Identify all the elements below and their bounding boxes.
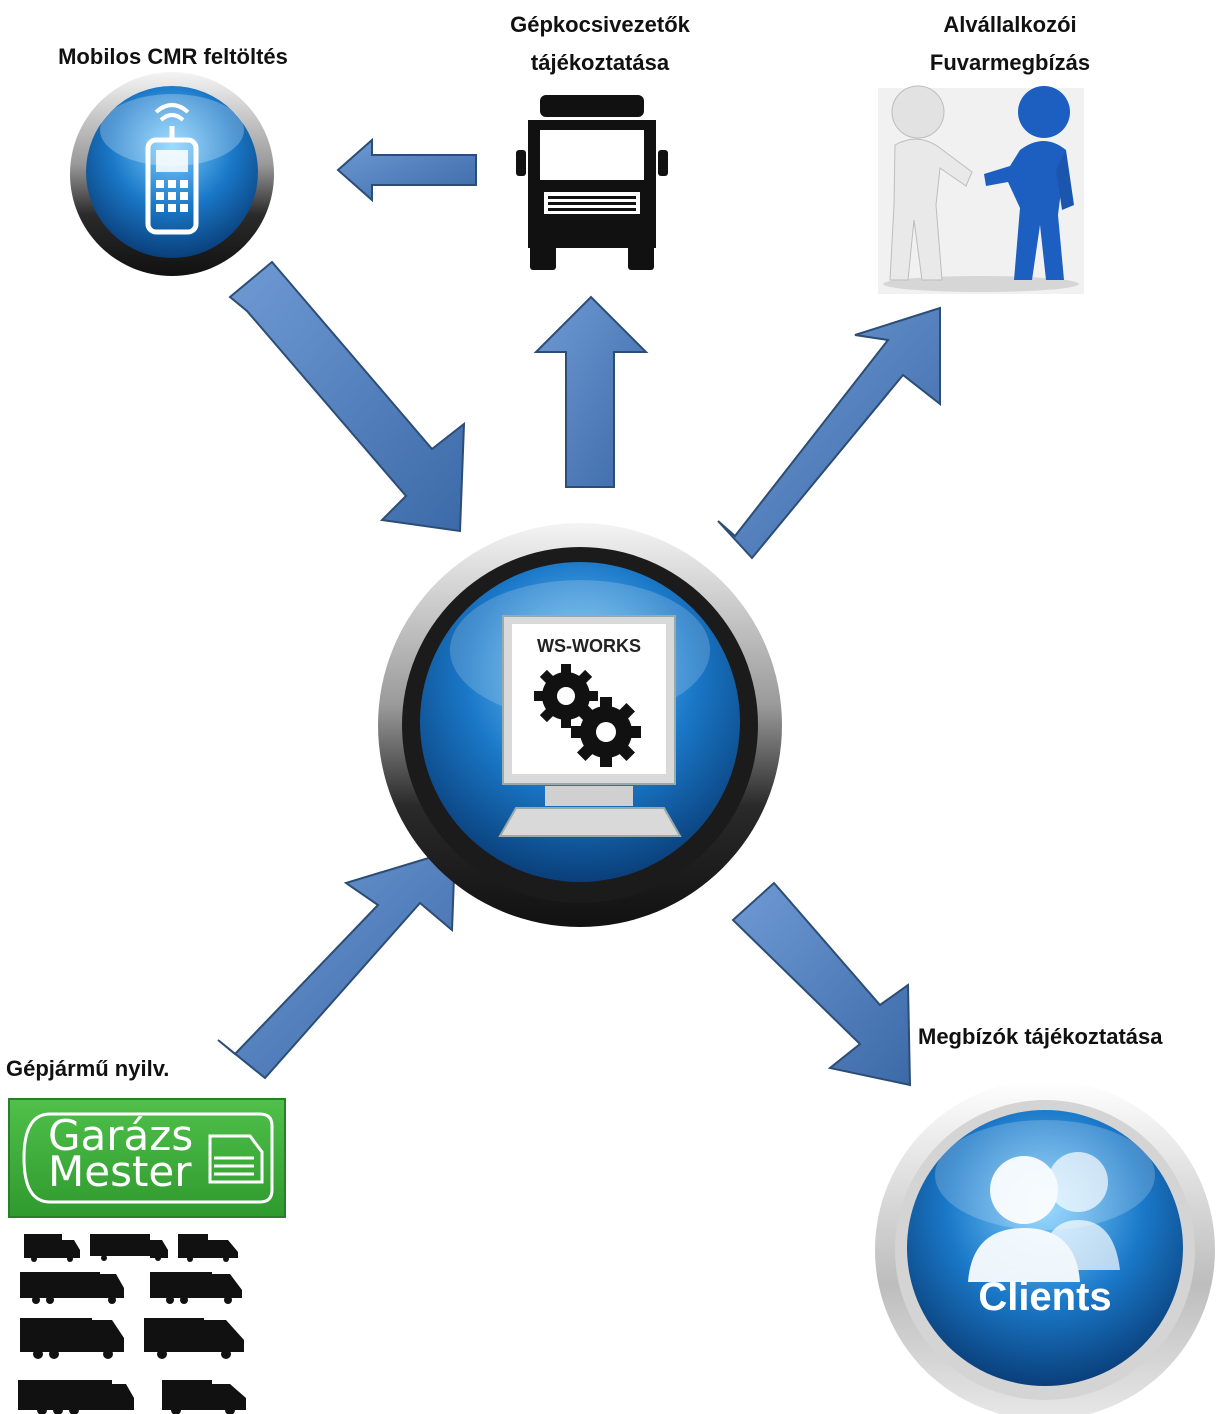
arrow-center-to-subcontract (717, 306, 941, 560)
clients-badge: Clients (875, 1080, 1215, 1414)
label-drivers: Gépkocsivezetők tájékoztatása (440, 6, 760, 82)
mobile-cmr-icon (70, 72, 274, 276)
label-subcontract-line1: Alvállalkozói (943, 12, 1077, 37)
arrow-mobile-to-center (228, 260, 466, 533)
ws-works-screen-text: WS-WORKS (537, 636, 641, 656)
ws-works-hub: WS-WORKS (378, 523, 782, 927)
label-clients: Megbízók tájékoztatása (918, 1024, 1163, 1049)
garazs-mester-logo: Garázs Mester (8, 1098, 286, 1218)
fleet-trucks-icon (18, 1234, 246, 1414)
label-subcontract-line2: Fuvarmegbízás (929, 50, 1091, 75)
label-subcontract: Alvállalkozói Fuvarmegbízás (850, 6, 1170, 82)
label-mobile-cmr: Mobilos CMR feltöltés (58, 44, 288, 69)
handshake-icon (878, 85, 1084, 294)
label-vehicles: Gépjármű nyilv. (6, 1056, 170, 1081)
arrow-drivers-to-mobile (336, 137, 477, 203)
clients-badge-text: Clients (978, 1275, 1111, 1319)
logo-frame (22, 1112, 274, 1204)
logo-text-garazs: Garázs (48, 1111, 194, 1160)
users-icon (968, 1152, 1120, 1282)
logo-text-mester: Mester (48, 1147, 192, 1196)
truck-icon (516, 95, 668, 270)
arrow-vehicles-to-center (217, 848, 457, 1080)
arrow-center-to-drivers (533, 295, 649, 488)
arrow-center-to-clients (731, 881, 912, 1087)
label-drivers-line1: Gépkocsivezetők (510, 12, 690, 37)
label-drivers-line2: tájékoztatása (530, 50, 670, 75)
logo-truck-icon (208, 1134, 264, 1184)
